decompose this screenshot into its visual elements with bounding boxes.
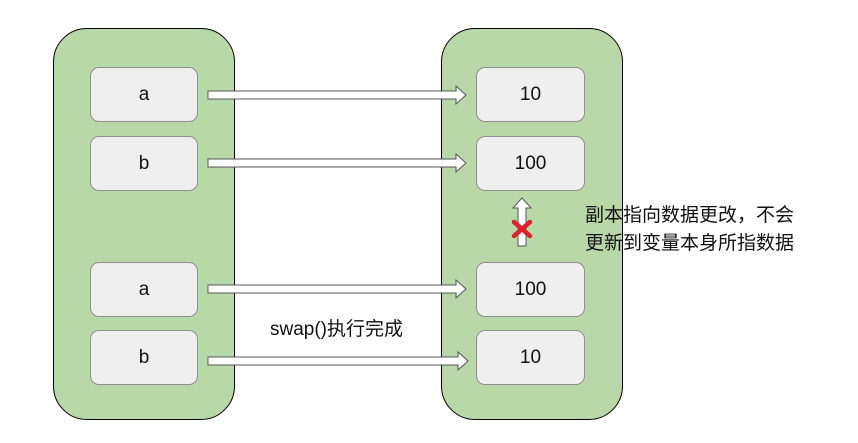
value-label: 10 <box>519 346 542 368</box>
arrow-right-icon <box>207 278 467 300</box>
cross-icon <box>511 219 533 239</box>
variable-label: b <box>138 346 150 368</box>
value-label: 10 <box>519 83 542 105</box>
variable-label: b <box>138 152 150 174</box>
arrow-right-icon <box>207 350 469 372</box>
variable-box-b-before: b <box>90 136 198 191</box>
value-box-100-before: 100 <box>476 136 585 191</box>
variable-label: a <box>138 278 150 300</box>
value-label: 100 <box>514 278 547 300</box>
value-label: 100 <box>514 152 547 174</box>
arrow-right-icon <box>207 152 467 174</box>
variable-box-a-before: a <box>90 67 198 122</box>
variable-box-b-after: b <box>90 330 198 385</box>
variable-box-a-after: a <box>90 262 198 317</box>
value-box-100-after: 100 <box>476 262 585 317</box>
value-box-10-before: 10 <box>476 67 585 122</box>
annotation-line-1: 副本指向数据更改，不会 <box>585 205 795 226</box>
swap-complete-label: swap()执行完成 <box>270 319 404 340</box>
arrow-right-icon <box>207 84 467 106</box>
annotation-line-2: 更新到变量本身所指数据 <box>585 233 795 254</box>
variable-label: a <box>138 83 150 105</box>
arrow-up-icon <box>511 197 533 247</box>
value-box-10-after: 10 <box>476 330 585 385</box>
